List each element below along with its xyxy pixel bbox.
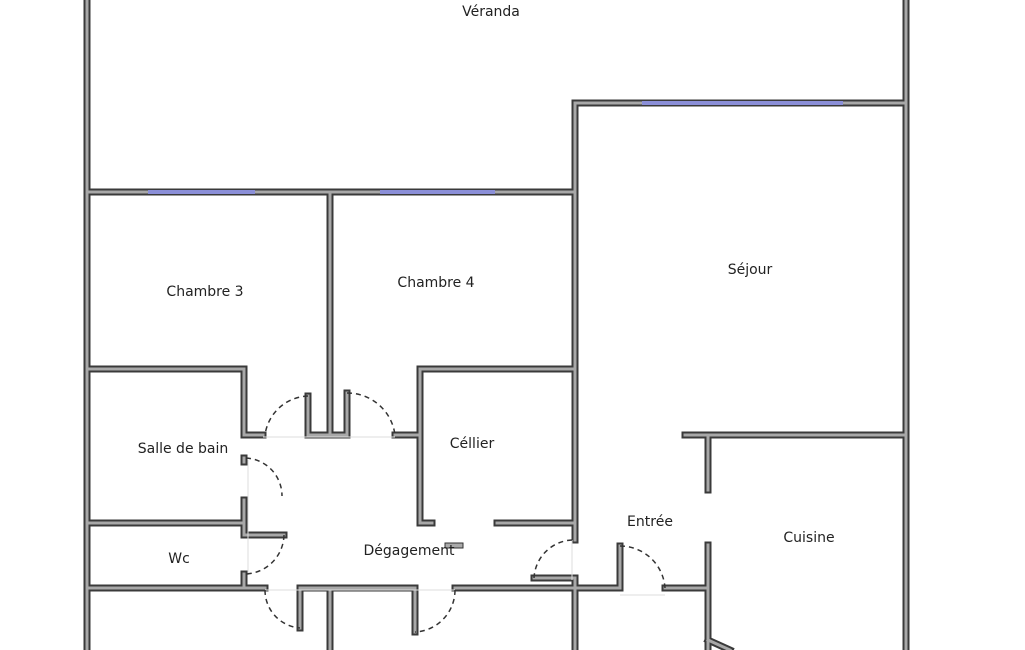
door-swing <box>346 392 396 436</box>
wall <box>83 496 248 527</box>
room-label-salle-de-bain: Salle de bain <box>137 441 229 457</box>
wall <box>240 519 288 539</box>
room-label-sejour: Séjour <box>727 262 773 278</box>
room-label-chambre-3: Chambre 3 <box>166 284 244 300</box>
wall <box>296 584 419 636</box>
windows <box>148 101 843 194</box>
fixture <box>444 542 464 549</box>
door-swing <box>264 395 309 436</box>
wall <box>530 542 624 592</box>
door-swing <box>619 545 666 589</box>
wall <box>681 431 712 494</box>
door-swing <box>414 589 456 633</box>
wall <box>416 365 436 527</box>
room-label-chambre-4: Chambre 4 <box>397 275 475 291</box>
door-swing <box>245 534 285 575</box>
wall <box>306 391 349 437</box>
room-label-cellier: Céllier <box>449 436 495 452</box>
walls <box>83 0 910 650</box>
wall <box>298 586 417 634</box>
door-swing <box>245 457 283 497</box>
wall <box>242 521 286 537</box>
room-label-degagement: Dégagement <box>363 543 455 559</box>
room-label-entree: Entrée <box>627 514 673 530</box>
wall <box>661 541 712 592</box>
doors <box>245 392 666 633</box>
wall <box>418 367 434 525</box>
wall <box>532 544 622 590</box>
room-label-cuisine: Cuisine <box>783 530 835 546</box>
wall <box>85 367 265 437</box>
wall <box>663 543 710 590</box>
room-label-veranda: Véranda <box>462 4 520 20</box>
door-swing <box>264 589 301 629</box>
door-swing <box>533 539 573 579</box>
room-label-wc: Wc <box>168 551 190 567</box>
wall <box>706 638 732 650</box>
wall <box>83 365 267 439</box>
